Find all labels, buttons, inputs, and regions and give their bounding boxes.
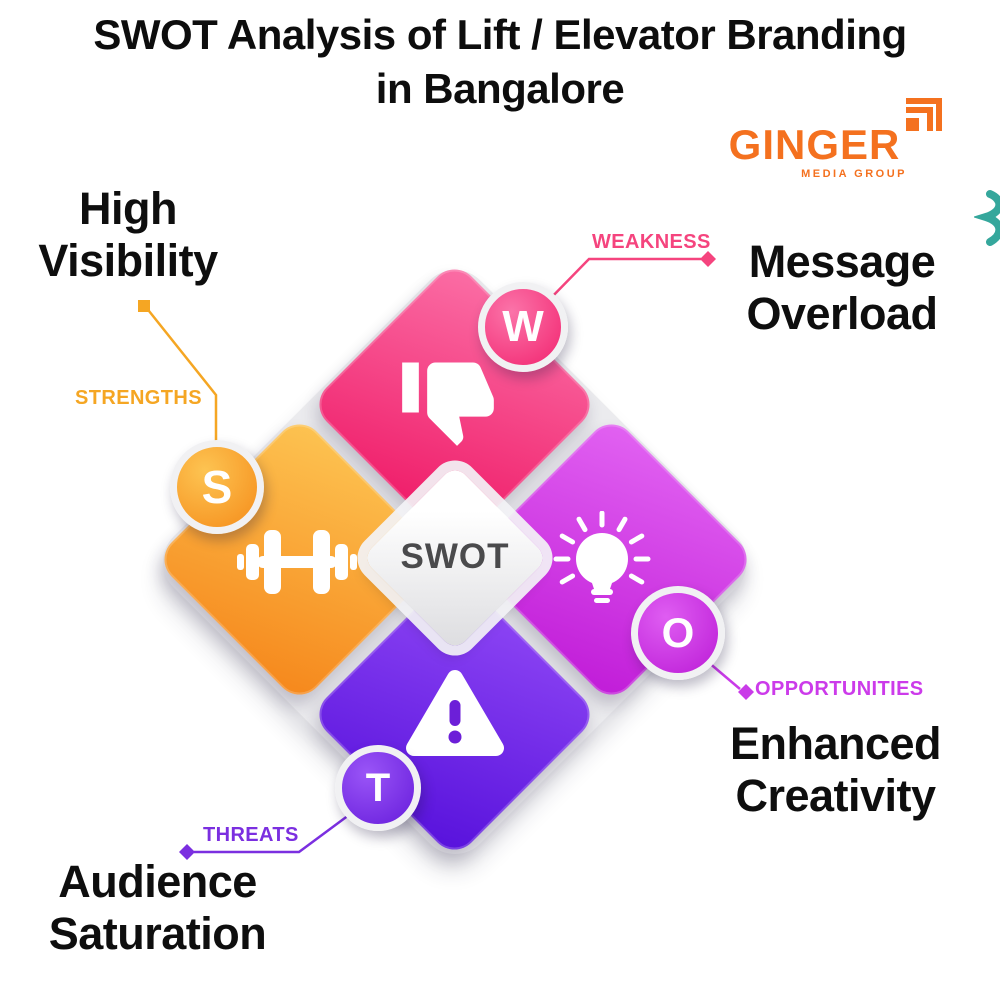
opportunities-heading: Enhanced Creativity — [703, 718, 968, 822]
strengths-category-label: STRENGTHS — [75, 387, 202, 409]
weakness-category-label: WEAKNESS — [592, 231, 711, 253]
threats-letter-badge: T — [335, 745, 421, 831]
ginger-logo-icon — [906, 98, 942, 131]
logo-tagline-text: MEDIA GROUP — [801, 168, 907, 180]
decorative-squiggle-icon — [974, 190, 1000, 246]
lightbulb-icon — [553, 511, 651, 603]
ginger-media-logo: GINGER MEDIA GROUP — [722, 98, 944, 188]
opportunities-category-label: OPPORTUNITIES — [755, 678, 924, 700]
page-title-line1: SWOT Analysis of Lift / Elevator Brandin… — [93, 11, 907, 58]
weakness-heading-line1: Message — [748, 236, 936, 287]
opportunities-letter-badge: O — [631, 586, 725, 680]
page-title-line2: in Bangalore — [375, 64, 625, 112]
strengths-letter-badge: S — [170, 440, 264, 534]
threats-category-label: THREATS — [203, 824, 299, 846]
weakness-heading-line2: Overload — [746, 288, 938, 340]
opportunities-heading-line1: Enhanced — [729, 718, 942, 769]
strengths-heading-line2: Visibility — [38, 235, 218, 287]
weakness-letter-badge: W — [478, 282, 568, 372]
strengths-connector — [138, 300, 218, 443]
warning-icon — [406, 670, 504, 756]
logo-brand-text: GINGER — [728, 121, 901, 168]
weakness-connector — [545, 251, 716, 304]
threats-heading: Audience Saturation — [20, 856, 295, 960]
threats-heading-line1: Audience — [58, 856, 257, 907]
strengths-heading: High Visibility — [8, 183, 248, 287]
weakness-marker — [700, 251, 716, 267]
threats-heading-line2: Saturation — [48, 908, 267, 960]
thumbs-down-icon — [402, 362, 494, 446]
center-swot-label: SWOT — [400, 537, 510, 576]
strengths-marker — [138, 300, 150, 312]
strengths-heading-line1: High — [79, 183, 177, 234]
opportunities-heading-line2: Creativity — [735, 770, 936, 822]
opportunities-marker — [738, 684, 754, 700]
page-title: SWOT Analysis of Lift / Elevator Brandin… — [0, 8, 1000, 116]
dumbbell-icon — [237, 530, 357, 594]
weakness-heading: Message Overload — [722, 236, 962, 340]
